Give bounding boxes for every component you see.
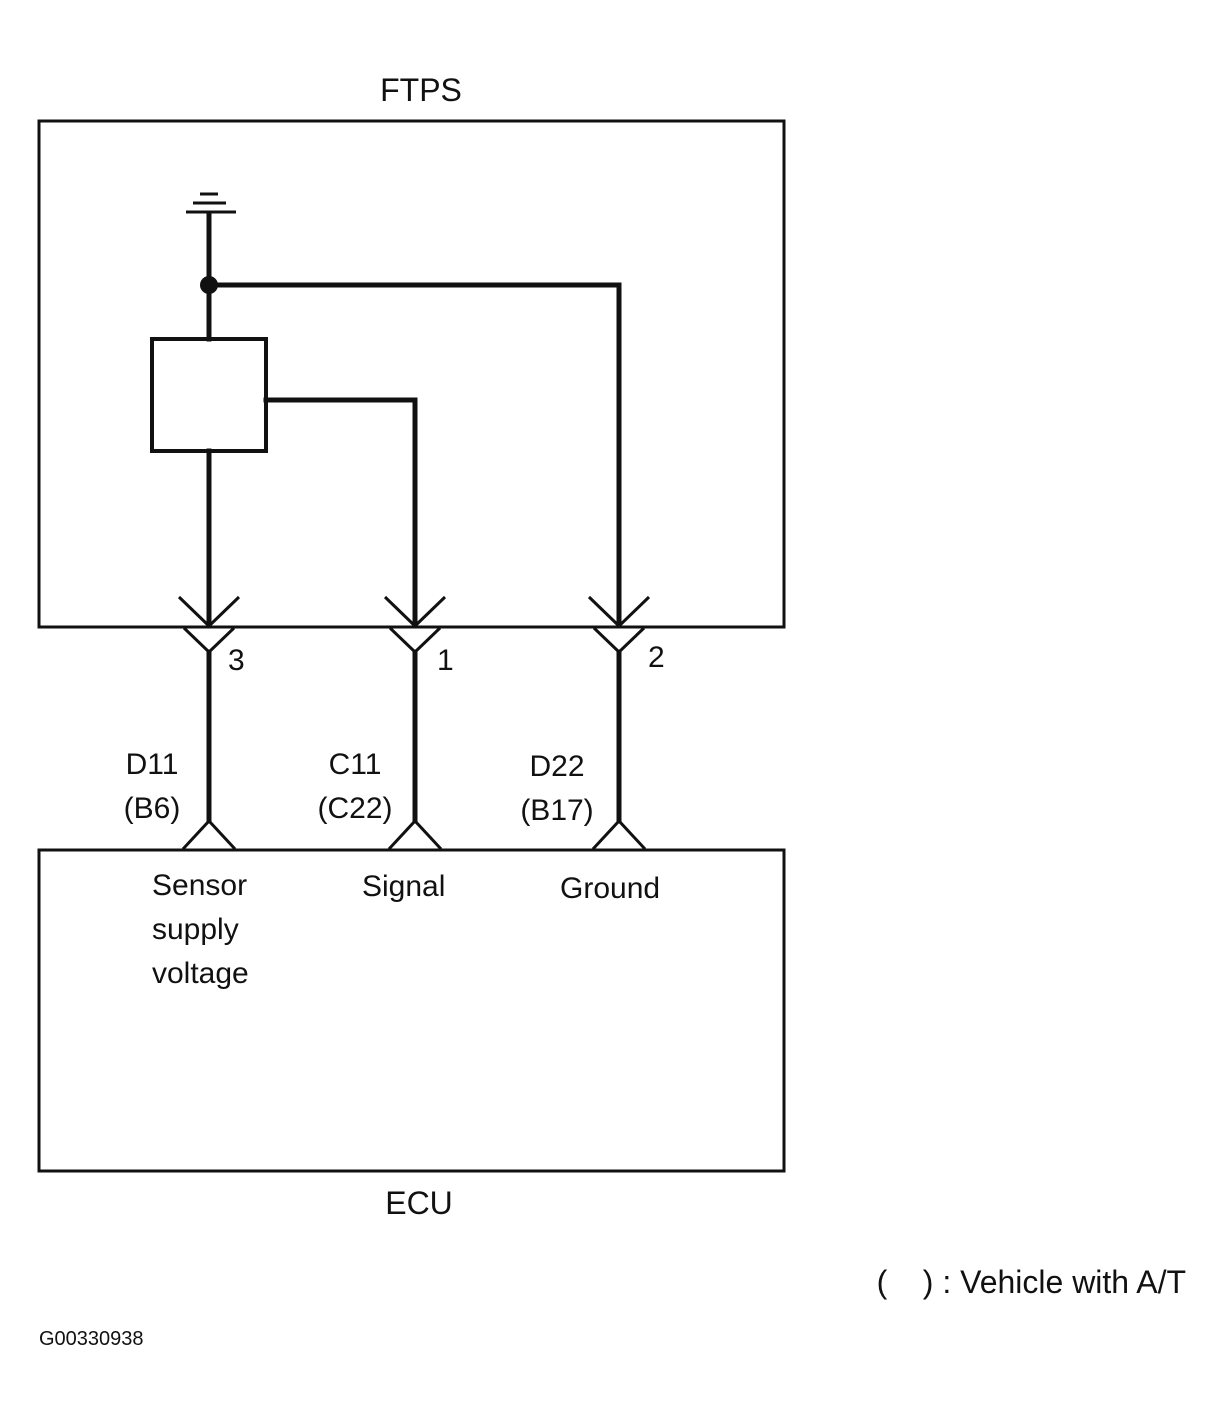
ecu-terminal-label: C11: [329, 748, 382, 781]
figure-id: G00330938: [39, 1328, 144, 1350]
function-label: voltage: [152, 957, 249, 990]
pin-number: 3: [228, 644, 245, 677]
at-terminal-label: (B6): [124, 792, 181, 825]
sensor-element: [150, 337, 268, 453]
ftps-title: FTPS: [380, 72, 462, 108]
ground-symbol-icon: [186, 192, 236, 214]
ecu-label: ECU: [385, 1185, 453, 1221]
legend-note: ( ) : Vehicle with A/T: [877, 1264, 1186, 1300]
function-label: supply: [152, 913, 239, 946]
function-label: Signal: [362, 870, 445, 903]
connector-funnel-icon: [182, 626, 646, 655]
ecu-housing: [37, 848, 786, 1173]
ecu-connector-icon: [181, 818, 647, 851]
function-label: Sensor: [152, 869, 247, 902]
at-terminal-label: (C22): [317, 792, 392, 825]
signal-circuit-wire: [263, 397, 418, 625]
ftps-housing: [37, 119, 786, 629]
ground-circuit-wire: [206, 282, 622, 625]
ecu-terminal-label: D22: [529, 750, 584, 783]
ecu-terminal-label: D11: [126, 748, 179, 781]
pin-number: 2: [648, 641, 665, 674]
function-label: Ground: [560, 872, 660, 905]
pin-number: 1: [437, 644, 454, 677]
connector-arrow-icon: [177, 595, 651, 629]
at-terminal-label: (B17): [520, 794, 593, 827]
